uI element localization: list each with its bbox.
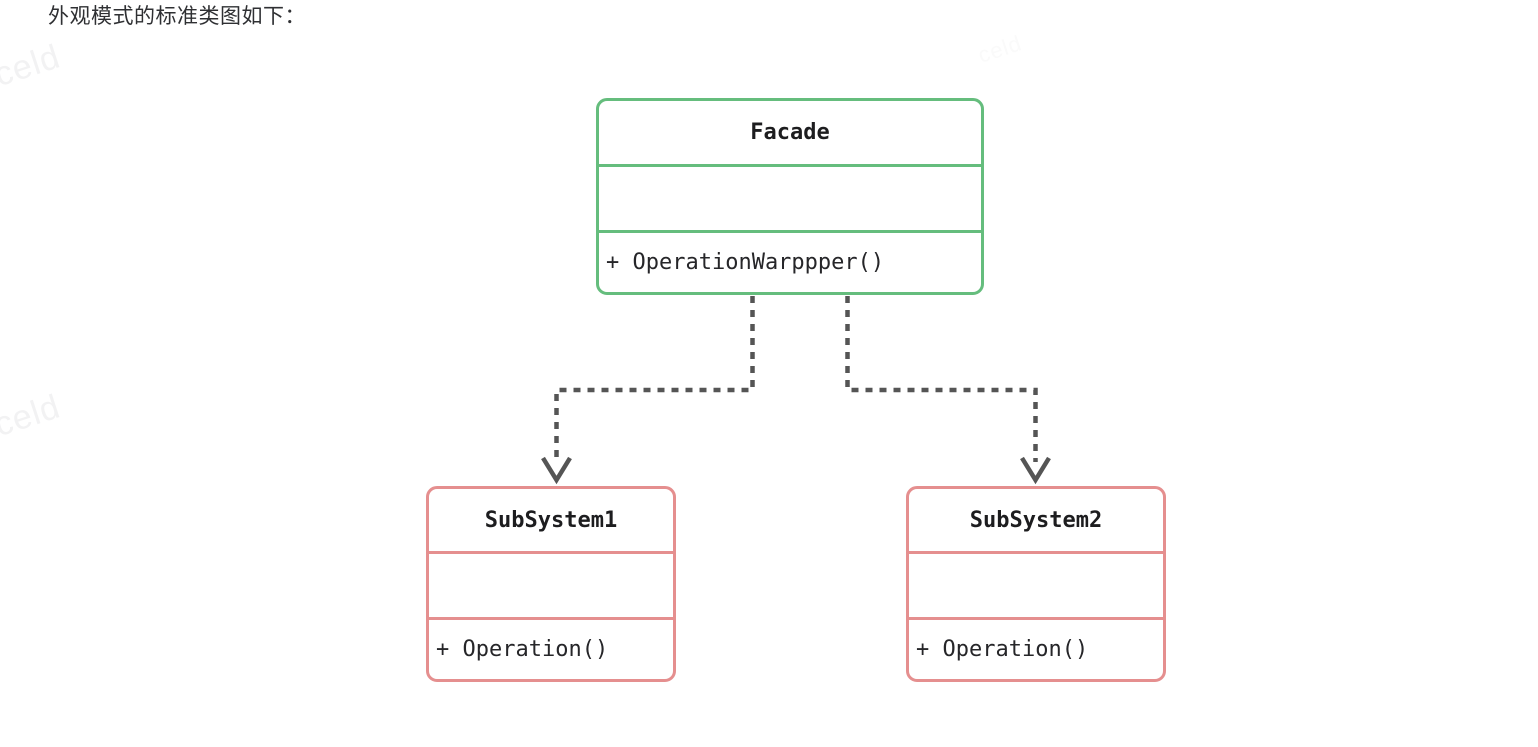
class-name-facade: Facade — [750, 120, 830, 145]
class-name-subsystem2: SubSystem2 — [969, 507, 1103, 533]
class-attributes-facade — [599, 164, 981, 230]
uml-class-subsystem2[interactable]: SubSystem2 + Operation() — [906, 486, 1166, 682]
page-caption: 外观模式的标准类图如下： — [48, 5, 306, 28]
class-name-subsystem1: SubSystem1 — [484, 507, 618, 533]
class-operation-subsystem2: + Operation() — [909, 617, 1163, 679]
class-operation-subsystem1: + Operation() — [429, 617, 673, 679]
uml-class-facade[interactable]: Facade + OperationWarppper() — [596, 98, 984, 295]
dependency-line-subsystem2 — [845, 296, 1038, 462]
uml-class-subsystem1[interactable]: SubSystem1 + Operation() — [426, 486, 676, 682]
dependency-line-subsystem1 — [554, 296, 755, 462]
class-operation-facade: + OperationWarppper() — [599, 230, 981, 292]
arrowhead-subsystem1 — [541, 456, 572, 485]
class-attributes-subsystem2 — [909, 551, 1163, 617]
arrowhead-subsystem2 — [1020, 456, 1051, 485]
class-attributes-subsystem1 — [429, 551, 673, 617]
